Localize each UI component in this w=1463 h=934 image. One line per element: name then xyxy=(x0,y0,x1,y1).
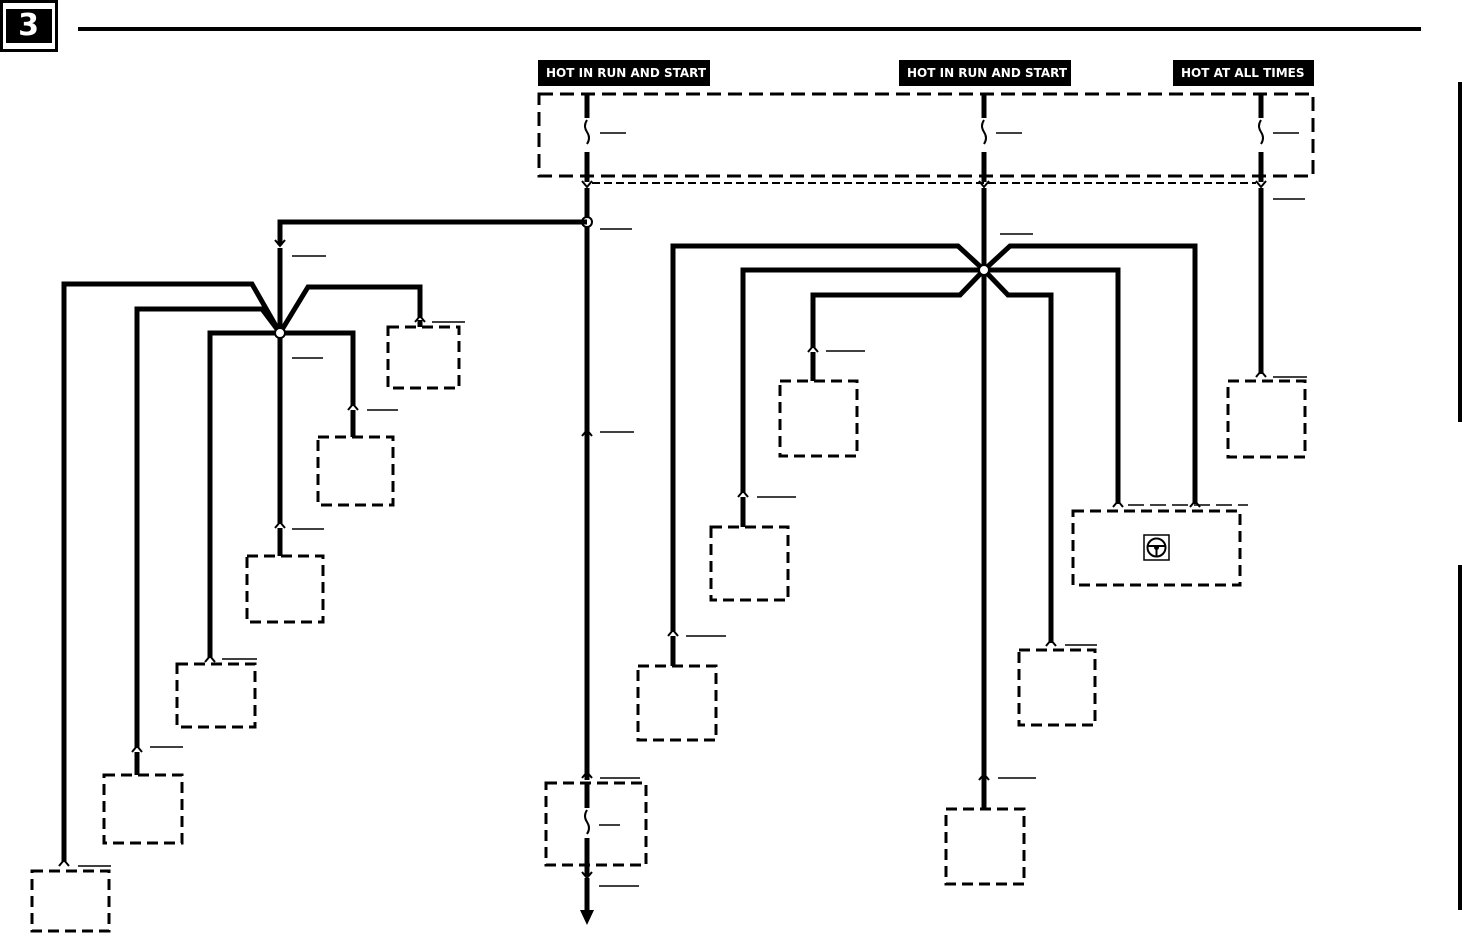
right-splice-network xyxy=(670,243,1198,643)
fuse-left xyxy=(584,94,626,182)
page-number: 3 xyxy=(6,9,52,43)
label-hot-at-all-times: HOT AT ALL TIMES xyxy=(1173,60,1314,86)
label-hot-in-run-and-start-right: HOT IN RUN AND START xyxy=(899,60,1071,86)
fuse-bottom xyxy=(544,770,648,912)
fuse-box xyxy=(537,92,1315,178)
connector-left-main xyxy=(581,428,593,437)
label-hot-in-run-and-start-left: HOT IN RUN AND START xyxy=(538,60,710,86)
left-components xyxy=(30,314,465,933)
splice-right xyxy=(978,264,990,276)
arrow-down-bottom xyxy=(580,910,594,925)
fuse-right xyxy=(1258,94,1299,182)
steering-wheel-icon xyxy=(1143,534,1170,561)
fuse-box-connectors xyxy=(581,180,1267,189)
page-number-box: 3 xyxy=(0,0,58,52)
left-splice-network xyxy=(61,281,423,862)
wire-left-branch xyxy=(277,219,587,245)
right-components xyxy=(636,344,1307,886)
fuse-middle xyxy=(981,94,1022,182)
splice-left xyxy=(274,327,286,339)
